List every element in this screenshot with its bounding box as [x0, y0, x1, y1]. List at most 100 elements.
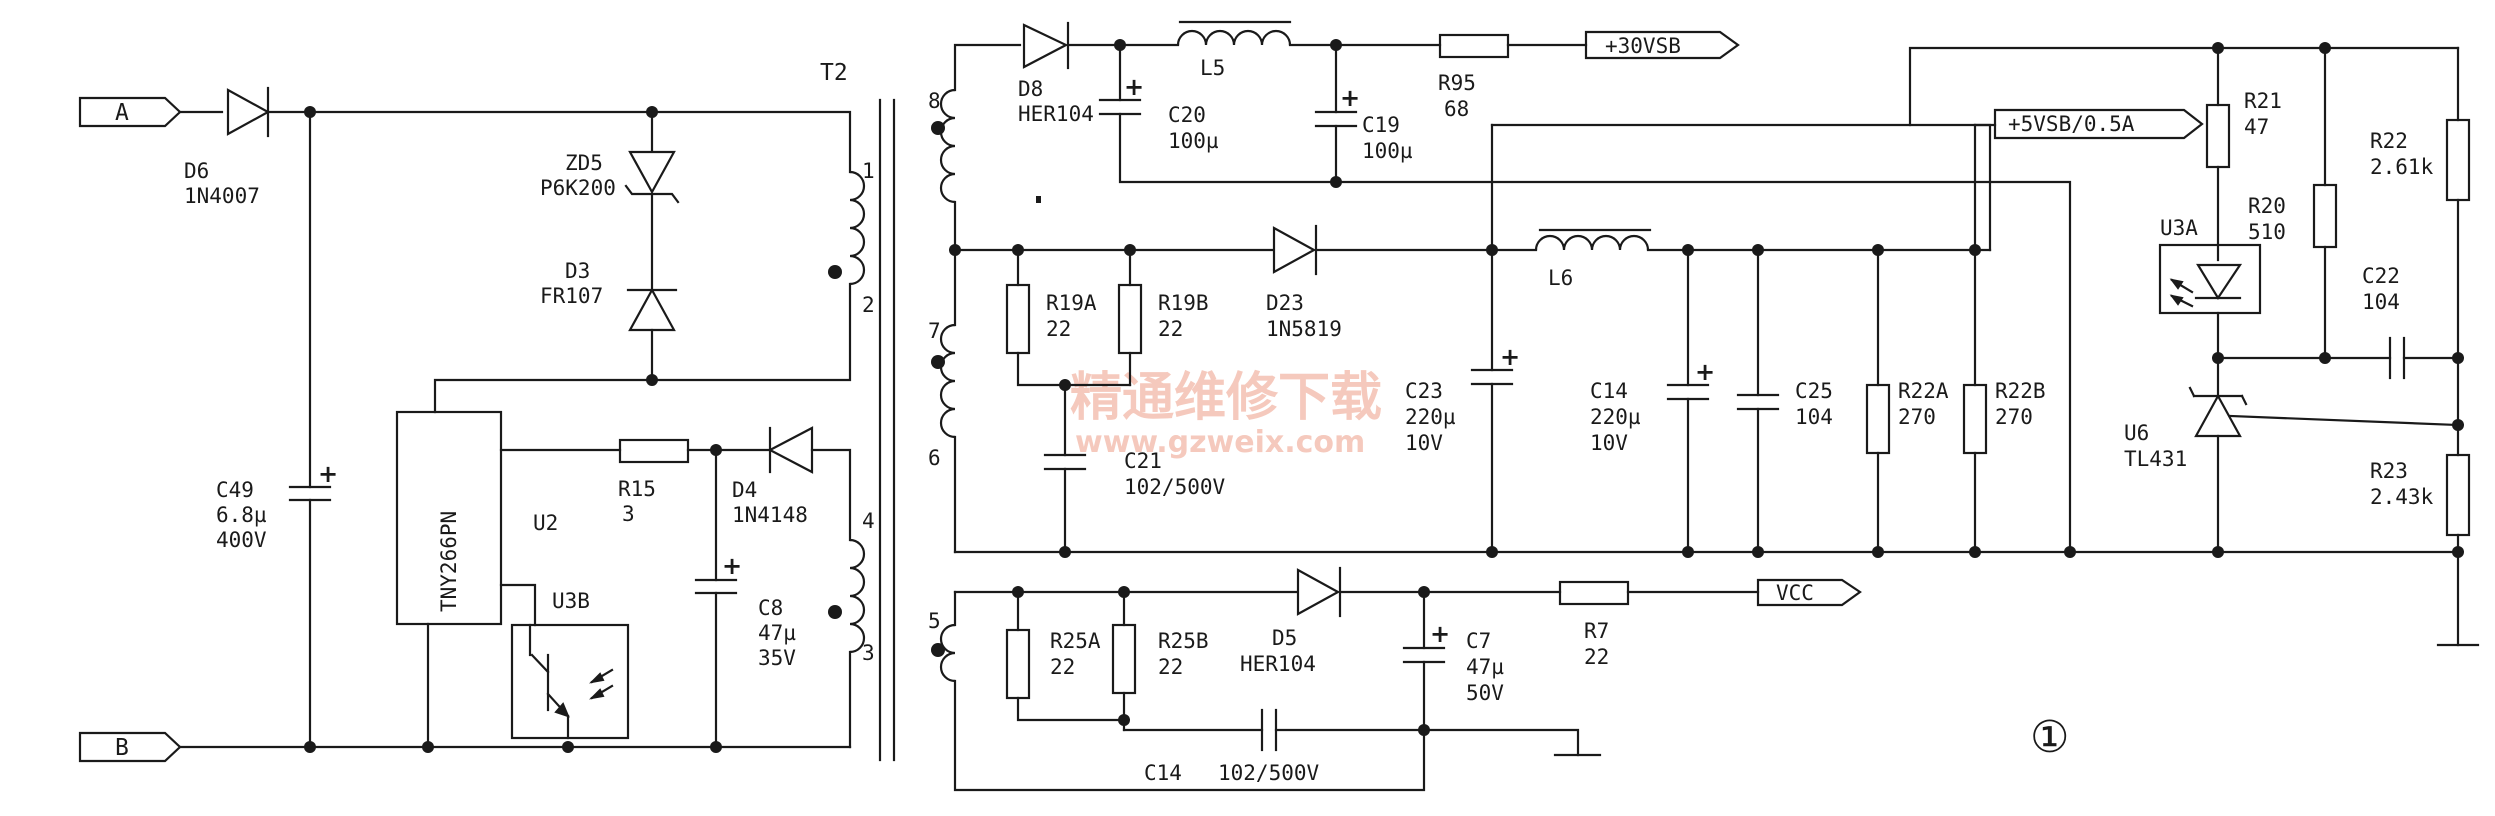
d5-value: HER104	[1240, 652, 1316, 676]
port-a: A	[78, 96, 182, 128]
u3a-ref: U3A	[2160, 216, 2198, 240]
u3b-ref: U3B	[552, 589, 590, 613]
c49-voltage: 400V	[216, 528, 267, 552]
c7-voltage: 50V	[1466, 681, 1504, 705]
l6-ref: L6	[1548, 266, 1573, 290]
t2-pin3-dot	[828, 605, 842, 619]
resistor-r22b	[1962, 383, 1988, 455]
resistor-r19b	[1117, 283, 1143, 355]
svg-text:+: +	[722, 552, 742, 580]
r22b-ref: R22B	[1995, 379, 2046, 403]
c19-value: 100µ	[1362, 139, 1413, 163]
opto-u3a	[2158, 243, 2262, 315]
zd5-ref: ZD5	[565, 151, 603, 175]
resistor-r25a	[1005, 628, 1031, 700]
port-30vsb	[1584, 30, 1740, 60]
r21-ref: R21	[2244, 89, 2282, 113]
c14b-value: 102/500V	[1218, 761, 1320, 785]
d4-value: 1N4148	[732, 503, 808, 527]
diode-d23	[1272, 224, 1318, 276]
svg-text:+: +	[1124, 73, 1144, 101]
d6-ref: D6	[184, 159, 209, 183]
d23-value: 1N5819	[1266, 317, 1342, 341]
c14-value: 220µ	[1590, 405, 1641, 429]
c14b-ref: C14	[1144, 761, 1182, 785]
c19-ref: C19	[1362, 113, 1400, 137]
c21-value: 102/500V	[1124, 475, 1226, 499]
svg-text:+: +	[1340, 84, 1360, 112]
capacitor-c23	[1470, 368, 1514, 386]
diode-d6	[226, 86, 271, 138]
port-vcc-label: VCC	[1776, 581, 1814, 605]
pin-2: 2	[862, 293, 875, 317]
d3-value: FR107	[540, 284, 603, 308]
capacitor-c14-220u	[1666, 383, 1710, 401]
resistor-r15	[618, 438, 690, 464]
pin-8: 8	[928, 89, 941, 113]
port-5vsb	[1993, 108, 2204, 140]
r19a-value: 22	[1046, 317, 1071, 341]
opto-u3b	[510, 623, 630, 740]
diode-d3	[626, 287, 678, 332]
r7-ref: R7	[1584, 619, 1609, 643]
t2-ref: T2	[820, 60, 848, 86]
port-a-label: A	[115, 100, 129, 126]
c7-ref: C7	[1466, 629, 1491, 653]
primary-side: A B D6 1N4007 1 2 + C49	[78, 86, 875, 763]
d5-ref: D5	[1272, 626, 1297, 650]
secondary-5vsb: 7 6 R19A 22 R19B 22 C21 102/500V D2	[928, 108, 2460, 558]
d4-ref: D4	[732, 478, 757, 502]
port-vcc	[1756, 578, 1862, 607]
c20-ref: C20	[1168, 103, 1206, 127]
c25-ref: C25	[1795, 379, 1833, 403]
watermark-url: www.gzweix.com	[1075, 425, 1365, 460]
c49-ref: C49	[216, 478, 254, 502]
u6-ref: U6	[2124, 421, 2149, 445]
r19a-ref: R19A	[1046, 291, 1097, 315]
c23-voltage: 10V	[1405, 431, 1443, 455]
r15-ref: R15	[618, 477, 656, 501]
r95-ref: R95	[1438, 71, 1476, 95]
resistor-r22	[2445, 118, 2471, 202]
resistor-r19a	[1005, 283, 1031, 355]
svg-text:+: +	[1500, 343, 1520, 371]
c14-ref: C14	[1590, 379, 1628, 403]
pin-7: 7	[928, 319, 941, 343]
secondary-vcc: 5 R25A 22 R25B 22 C14 102/500V D5 H	[928, 566, 1862, 792]
r22b-value: 270	[1995, 405, 2033, 429]
d8-ref: D8	[1018, 77, 1043, 101]
capacitor-c8	[694, 578, 738, 595]
t2-primary-winding	[849, 170, 866, 286]
r25b-ref: R25B	[1158, 629, 1209, 653]
t2-aux-winding	[849, 538, 866, 654]
r22-value: 2.61k	[2370, 155, 2434, 179]
capacitor-c14-102	[1260, 708, 1278, 752]
c49-value: 6.8µ	[216, 503, 267, 527]
c8-voltage: 35V	[758, 646, 796, 670]
r22a-ref: R22A	[1898, 379, 1949, 403]
t2-pin2-dot	[828, 265, 842, 279]
pin-1: 1	[862, 159, 875, 183]
r19b-ref: R19B	[1158, 291, 1209, 315]
r20-ref: R20	[2248, 194, 2286, 218]
inductor-l5	[1176, 20, 1292, 46]
svg-text:+: +	[318, 460, 338, 488]
r95-value: 68	[1444, 97, 1469, 121]
c25-value: 104	[1795, 405, 1833, 429]
u2-ref: U2	[533, 511, 558, 535]
c20-value: 100µ	[1168, 129, 1219, 153]
secondary-30vsb: 8 D8 HER104 L5 + C20 100µ	[928, 20, 2072, 554]
r25a-value: 22	[1050, 655, 1075, 679]
capacitor-c20	[1098, 98, 1142, 116]
resistor-r21	[2205, 103, 2231, 169]
diode-d4	[767, 426, 814, 474]
r22-ref: R22	[2370, 129, 2408, 153]
feedback-section: R21 47 R20 510 U3A C22 104	[1908, 42, 2480, 647]
pin-5: 5	[928, 609, 941, 633]
svg-text:+: +	[1430, 620, 1450, 648]
d8-value: HER104	[1018, 102, 1094, 126]
resistor-r95	[1438, 33, 1510, 59]
port-b: B	[78, 731, 182, 763]
diode-d8	[1022, 21, 1070, 70]
